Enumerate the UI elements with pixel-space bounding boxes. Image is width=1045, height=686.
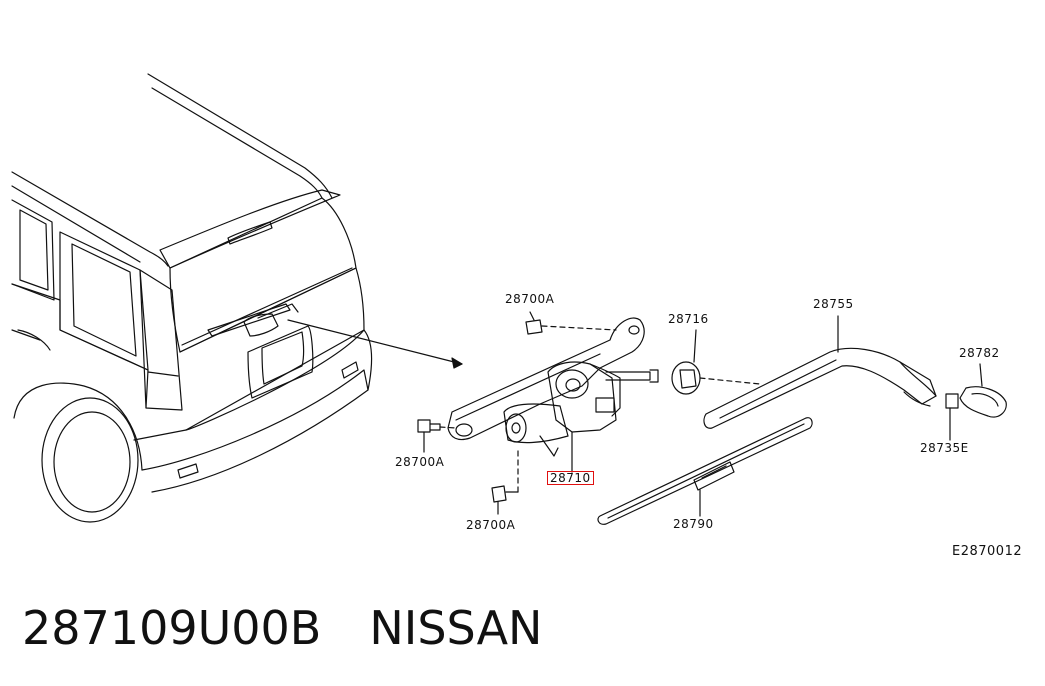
callout-28755: 28755 [813, 297, 854, 311]
wiper-arm-28755 [703, 315, 937, 429]
cap-28782 [959, 363, 1007, 418]
brand-name: NISSAN [369, 601, 543, 655]
nut-28735e [945, 393, 959, 441]
callout-28735e: 28735E [920, 441, 969, 455]
nut-28716 [671, 329, 761, 395]
caption: 287109U00B NISSAN [22, 598, 542, 658]
callout-28710-highlighted: 28710 [547, 471, 594, 485]
wiper-blade-28790 [597, 417, 813, 525]
callout-28700a-top: 28700A [505, 292, 555, 306]
callout-28700a-left: 28700A [395, 455, 445, 469]
vehicle-rear-illustration [11, 73, 463, 523]
bolt-28700a-bottom [491, 449, 519, 515]
clip-28700a-top [525, 311, 617, 335]
callout-28782: 28782 [959, 346, 1000, 360]
callout-28716: 28716 [668, 312, 709, 326]
callout-28790: 28790 [673, 517, 714, 531]
wiper-motor-assembly [447, 317, 659, 473]
callout-28700a-bottom: 28700A [466, 518, 516, 532]
diagram-code: E2870012 [952, 544, 1023, 559]
bolt-28700a-left [417, 419, 457, 453]
part-number: 287109U00B [22, 601, 322, 655]
